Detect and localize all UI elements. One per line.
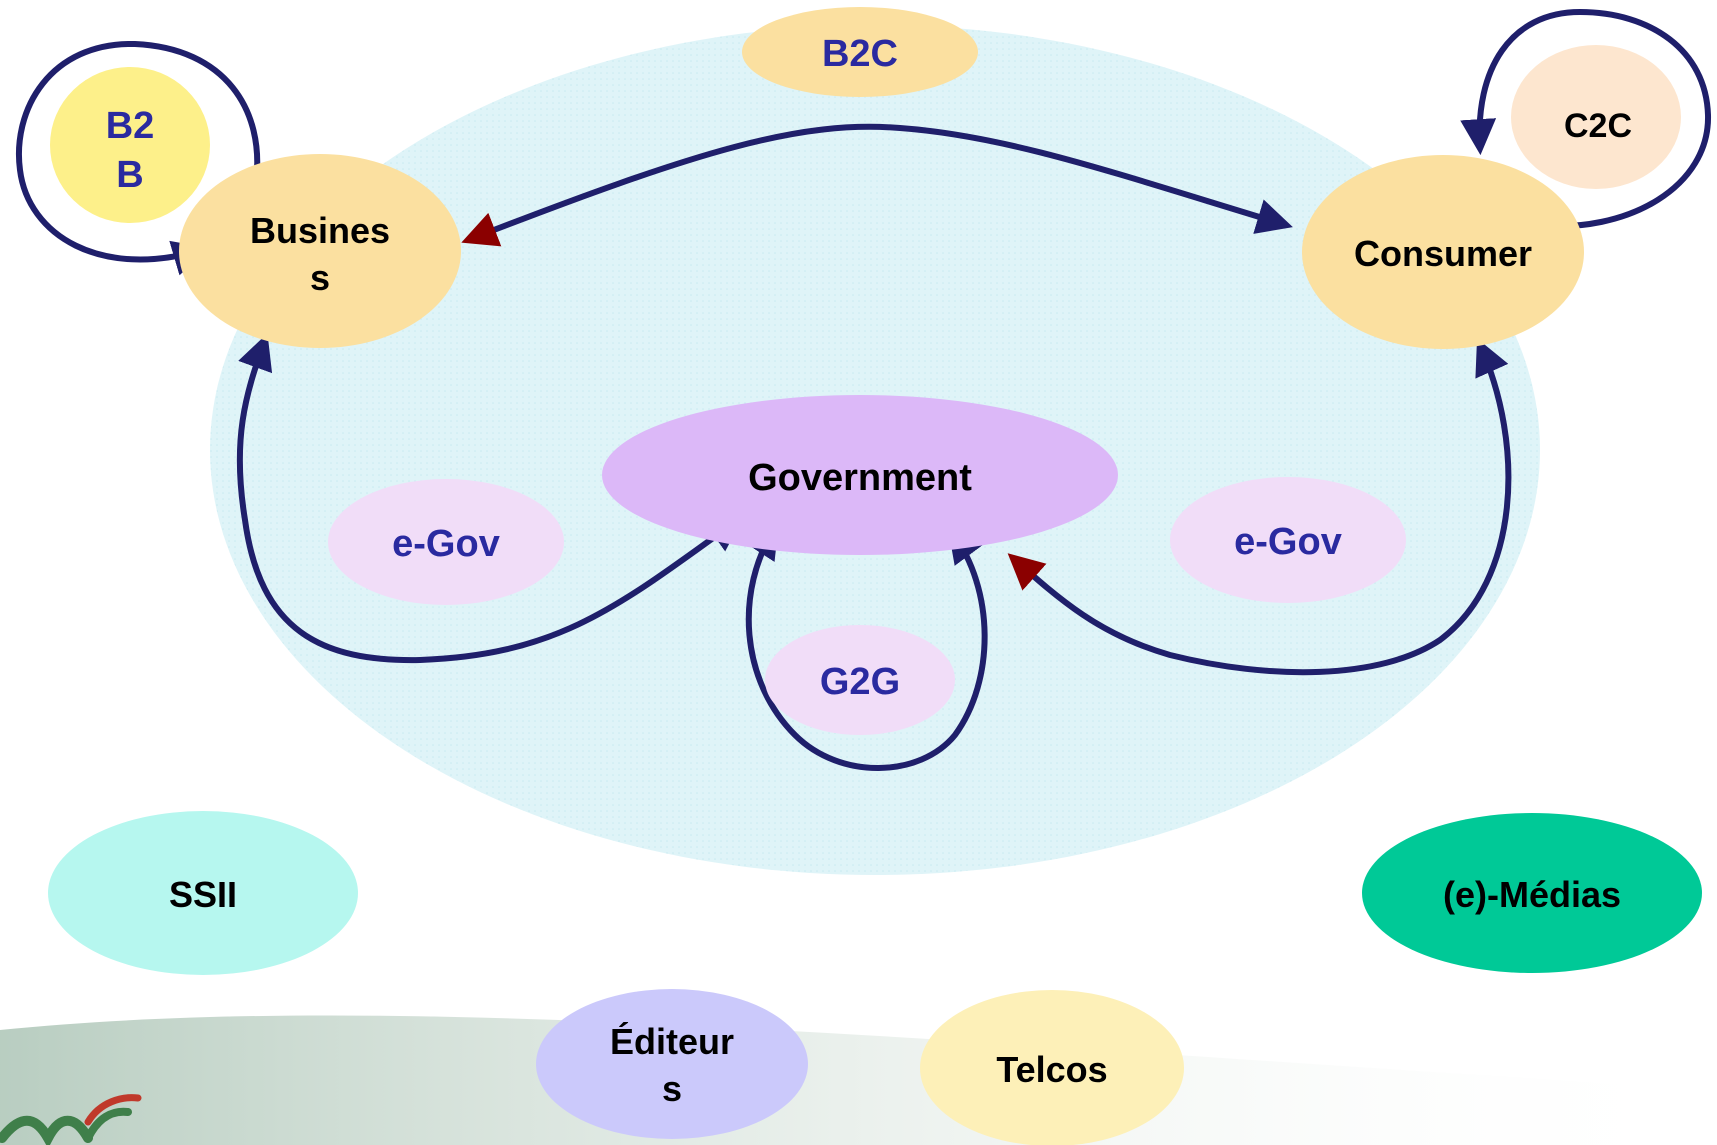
business-government-arrow [236, 333, 744, 664]
b2c-label: B2C [822, 33, 898, 75]
editeurs-label-line: s [662, 1068, 682, 1109]
egov-right-ellipse [1170, 477, 1406, 603]
editeurs-label: Éditeur s [610, 1021, 734, 1109]
consumer-government-arrow [1007, 338, 1512, 676]
c2c-ellipse [1511, 45, 1681, 189]
egov-right-label: e-Gov [1234, 521, 1342, 563]
b2c-arrow [461, 123, 1293, 247]
c2c-label: C2C [1564, 107, 1632, 145]
telcos-ellipse [920, 990, 1184, 1145]
bottom-swoosh [0, 1015, 1717, 1145]
b2b-loop-arrow [16, 40, 261, 276]
egov-left-label: e-Gov [392, 523, 500, 565]
consumer-label: Consumer [1354, 233, 1532, 274]
b2b-label-line: B2 [106, 105, 155, 147]
government-label: Government [748, 457, 972, 499]
b2c-ellipse [742, 7, 978, 97]
telcos-label: Telcos [996, 1049, 1107, 1090]
editeurs-ellipse [536, 989, 808, 1139]
consumer-ellipse [1302, 155, 1584, 349]
ssii-label: SSII [169, 874, 237, 915]
g2g-ellipse [765, 625, 955, 735]
ssii-ellipse [48, 811, 358, 975]
business-label-line: s [310, 257, 330, 298]
government-ellipse [602, 395, 1118, 555]
business-ellipse [179, 154, 461, 348]
g2g-label: G2G [820, 661, 900, 703]
business-label: Busines s [250, 210, 390, 298]
editeurs-label-line: Éditeur [610, 1021, 734, 1062]
b2b-ellipse [50, 67, 210, 223]
medias-ellipse [1362, 813, 1702, 973]
c2c-loop-arrow [1460, 8, 1712, 230]
egov-left-ellipse [328, 479, 564, 605]
b2b-label-line: B [116, 154, 143, 196]
brand-logo-mark [0, 1094, 142, 1145]
business-label-line: Busines [250, 210, 390, 251]
medias-label: (e)-Médias [1443, 874, 1621, 915]
g2g-loop-arrow [744, 521, 988, 771]
